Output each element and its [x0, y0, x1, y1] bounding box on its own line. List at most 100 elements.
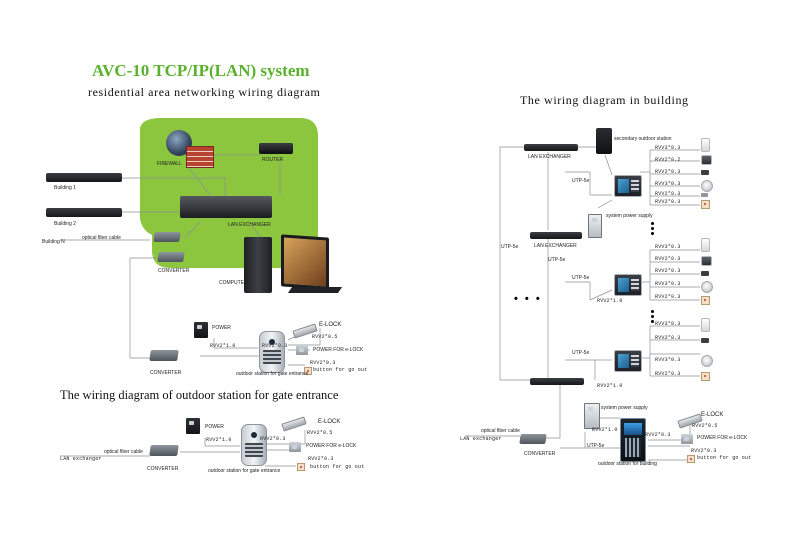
gate-converter-label: CONVERTER — [147, 466, 179, 472]
elock-power-icon — [296, 345, 308, 355]
rvv2x03b-label: RVV2*0.3 — [310, 360, 336, 366]
gate-optical-label: optical fiber cable — [104, 449, 143, 455]
building2-switch-icon — [46, 208, 122, 217]
gate-rvv2x03-label: RVV2*0.3 — [260, 436, 286, 442]
utp-c-label: UTP-5e — [572, 275, 590, 281]
elock-power-icon — [681, 434, 693, 444]
gate-rvv2x1-label: RVV2*1.0 — [206, 437, 232, 443]
gate-button-out-label: button for go out — [310, 464, 365, 470]
power-supply-icon — [194, 322, 208, 338]
emergency-button-icon — [701, 200, 710, 209]
smoke-detector-icon — [701, 281, 713, 293]
building-title: The wiring diagram in building — [520, 93, 689, 107]
more-buildings-dots: • • • — [514, 293, 542, 305]
computer-tower-icon — [244, 237, 272, 293]
rvv-f-label: RVV2*0.3 — [691, 448, 717, 454]
pir-sensor-icon — [701, 238, 710, 252]
sensor-wire-label: RVV3*0.3 — [655, 181, 681, 187]
outdoor-gate-label: outdoor station for gate entrance — [236, 371, 309, 377]
gate-power-label: POWER — [205, 424, 224, 430]
door-contact-icon — [701, 271, 709, 276]
system-subtitle: residential area networking wiring diagr… — [88, 85, 321, 99]
sensor-wire-label: RVV3*0.3 — [655, 357, 681, 363]
sensor-wire-label: RVV2*0.3 — [655, 335, 681, 341]
gate-elock-label: E-LOCK — [318, 419, 341, 425]
exit-button-icon — [687, 455, 695, 463]
smoke-detector-icon — [701, 180, 713, 192]
right-button-out-label: button for go out — [697, 455, 752, 461]
psu2-label: system power supply — [601, 405, 648, 411]
emergency-button-icon — [701, 372, 710, 381]
more-floors-dots — [651, 310, 654, 325]
pir-sensor-icon — [701, 318, 710, 332]
power-supply-icon — [186, 418, 200, 434]
computer-monitor-icon — [281, 234, 329, 290]
secondary-station-label: secondary outdoor station — [614, 136, 672, 142]
rvv2x1-label: RVV2*1.0 — [210, 343, 236, 349]
building2-label: Building 2 — [54, 221, 76, 227]
lan-exchanger-bottom-icon — [530, 378, 584, 385]
elock-power-icon — [289, 442, 301, 452]
lan-exchanger-mid-icon — [530, 232, 582, 239]
system-power-supply-icon — [584, 403, 600, 429]
gas-detector-icon — [701, 155, 712, 165]
rvv-e-label: RVV2*0.5 — [692, 423, 718, 429]
elock-label: E-LOCK — [319, 322, 342, 328]
converter-icon — [519, 434, 547, 444]
rvv-c-label: RVV2*1.0 — [592, 427, 618, 433]
sensor-wire-label: RVV2*0.3 — [655, 371, 681, 377]
indoor-monitor-icon — [614, 175, 642, 197]
system-power-supply-icon — [588, 214, 602, 238]
gate-outdoor-station-icon — [241, 424, 267, 466]
utp-left-label: UTP-5e — [501, 244, 519, 250]
utp-b-label: UTP-5e — [548, 257, 566, 263]
sensor-wire-label: RVV2*0.2 — [655, 157, 681, 163]
power-label: POWER — [212, 325, 231, 331]
gate-section-title: The wiring diagram of outdoor station fo… — [60, 388, 339, 402]
sensor-wire-label: RVV2*0.3 — [655, 268, 681, 274]
lan-exchanger-top-label: LAN EXCHANGER — [528, 154, 571, 160]
system-title: AVC-10 TCP/IP(LAN) system — [92, 61, 310, 80]
converter-icon — [157, 252, 185, 262]
gate-lan-exchanger-label: LAN exchanger — [60, 456, 102, 462]
utp-d-label: UTP-5e — [572, 350, 590, 356]
rvv-d-label: RVV2*0.3 — [645, 432, 671, 438]
main-lan-exchanger-icon — [180, 196, 272, 218]
pir-sensor-icon — [701, 138, 710, 152]
right-optical-label: optical fiber cable — [481, 428, 520, 434]
psu-label: system power supply — [606, 213, 653, 219]
rvv2x05-label: RVV2*0.5 — [312, 334, 338, 340]
right-converter-label: CONVERTER — [524, 451, 556, 457]
sensor-wire-label: RVV3*0.3 — [655, 145, 681, 151]
sensor-wire-label: RVV2*0.3 — [655, 169, 681, 175]
rvv-a-label: RVV2*1.0 — [597, 298, 623, 304]
building-outdoor-station-icon — [620, 418, 646, 462]
network-zone-background — [139, 118, 318, 268]
lan-exchanger-top-icon — [524, 144, 578, 151]
converter-icon — [153, 232, 181, 242]
indoor-monitor-icon — [614, 274, 642, 296]
converter-icon — [149, 350, 179, 361]
more-floors-dots — [651, 222, 654, 237]
button-out-label: button for go out — [313, 367, 368, 373]
sensor-wire-label: RVV2*0.3 — [655, 191, 681, 197]
right-lan-exchanger-label: LAN exchanger — [460, 436, 502, 442]
gate-power-elock-label: POWER FOR e-LOCK — [306, 443, 357, 449]
keyboard-icon — [287, 287, 343, 293]
sensor-wire-label: RVV2*0.3 — [655, 294, 681, 300]
utp-e-label: UTP-5e — [587, 443, 605, 449]
sensor-wire-label: RVV2*0.3 — [655, 256, 681, 262]
sensor-wire-label: RVV2*0.3 — [655, 199, 681, 205]
indoor-monitor-icon — [614, 350, 642, 372]
magnetic-contact-icon — [701, 193, 708, 197]
optical-cable-label: optical fiber cable — [82, 235, 121, 241]
rvv-b-label: RVV2*1.0 — [597, 383, 623, 389]
firewall-label: FIREWALL — [157, 161, 182, 167]
gate-outdoor-label: outdoor station for gate entrance — [208, 468, 281, 474]
lan-exchanger-mid-label: LAN EXCHANGER — [534, 243, 577, 249]
right-elock-label: E-LOCK — [701, 412, 724, 418]
main-lan-exchanger-label: LAN EXCHANGER — [228, 222, 271, 228]
gate-rvv2x03b-label: RVV2*0.3 — [308, 456, 334, 462]
